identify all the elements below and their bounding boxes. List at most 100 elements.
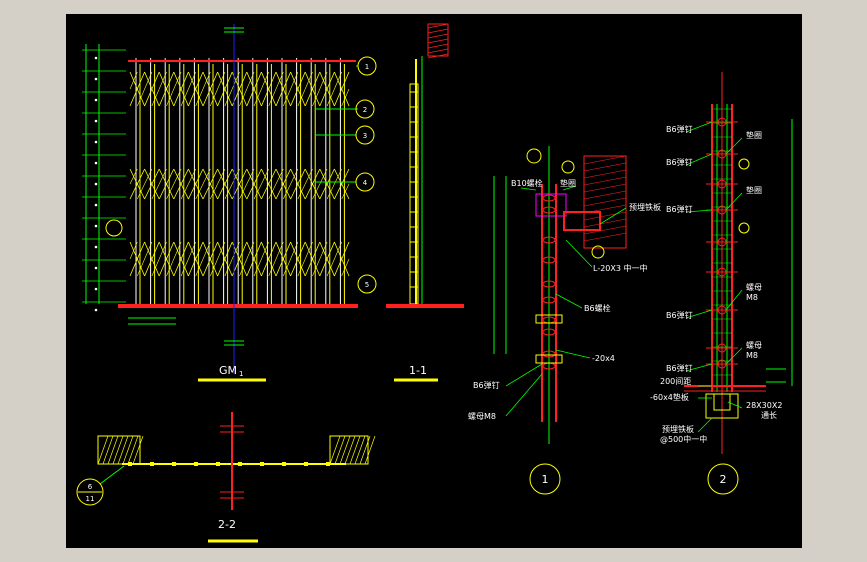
wall-hatch-line: [427, 43, 449, 49]
detail1-bracket: [535, 193, 567, 217]
gate-lattice-line: [283, 88, 291, 107]
gate-bar-cap: [280, 59, 284, 63]
detail1-hatch-line: [583, 183, 627, 193]
gate-balloon-1-text: 1: [365, 63, 369, 71]
wall-hatch-line: [122, 435, 134, 465]
gate-lattice-line: [180, 258, 189, 277]
detail1-ref-circle: [591, 245, 605, 259]
gate-lattice-line: [217, 168, 226, 185]
wall-hatch-line: [427, 53, 449, 59]
section22-leader: [99, 465, 125, 485]
gate-lattice-line: [290, 71, 299, 90]
detail2-leader: [685, 309, 713, 319]
gate-lattice-line: [341, 258, 350, 277]
gate-lattice-line: [290, 71, 306, 107]
detail1-hatch-line: [583, 211, 627, 221]
section22-balloon: [76, 478, 104, 506]
wall-hatch-line: [427, 38, 449, 44]
wall-hatch-line: [349, 435, 361, 465]
gate-lattice-line: [144, 241, 153, 260]
gate-lattice-line: [334, 241, 350, 277]
detail1-hatch-line: [583, 197, 627, 207]
detail1-hatch-line: [583, 162, 627, 172]
detail1-bolt: [542, 194, 556, 202]
gate-lattice-line: [261, 168, 277, 200]
gate-lattice-line: [246, 241, 262, 277]
detail1-hatch-line: [583, 232, 627, 242]
gate-lattice-line: [275, 71, 291, 107]
gate-lattice-line: [173, 168, 189, 200]
detail1-ref-circle: [561, 160, 575, 174]
gate-lattice-line: [210, 258, 218, 277]
gate-dim-mark: [94, 140, 98, 144]
gate-bar-cap: [265, 59, 269, 63]
wall-hatch-line: [97, 435, 109, 465]
detail1-leaders: [505, 148, 627, 417]
gate-lattice-line: [137, 258, 145, 277]
gate-lattice-line: [246, 168, 262, 200]
section-1-1: 1-1: [386, 23, 464, 382]
detail2-label-m8-1: M8: [746, 293, 758, 302]
detail2-title-circle: [707, 463, 739, 495]
detail2-ref-circle: [738, 158, 750, 170]
detail1-hatch-line: [583, 176, 627, 186]
detail2-leader: [685, 363, 713, 372]
gate-lattice-line: [268, 183, 277, 200]
gate-lattice-line: [173, 241, 189, 277]
gate-elevation: 1 2 3 4 5 GM 1: [82, 24, 377, 382]
gate-bar-cap: [163, 59, 167, 63]
gate-lattice-line: [202, 168, 211, 185]
gate-lattice-line: [188, 168, 196, 185]
cad-drawing: 1 2 3 4 5 GM 1 1-1: [76, 23, 793, 543]
detail1-angle: [563, 211, 601, 231]
gate-balloon-small: [105, 219, 123, 237]
gate-lattice-line: [129, 241, 145, 277]
gate-bar-cap: [222, 59, 226, 63]
gate-lattice-line: [319, 71, 328, 90]
gate-lattice-line: [239, 183, 248, 200]
gate-lattice-line: [202, 241, 218, 277]
gate-lattice-line: [166, 258, 175, 277]
gate-bar-cap: [236, 59, 240, 63]
detail2-label-nail2: B6弹钉: [666, 157, 693, 167]
wall-hatch-line: [117, 435, 129, 465]
detail1-bolt: [542, 206, 556, 214]
detail2-leader: [685, 209, 713, 213]
gate-bar-cap: [192, 59, 196, 63]
gate-lattice-line: [304, 168, 321, 200]
gate-lattice-line: [326, 258, 335, 277]
detail1-leader: [555, 293, 583, 309]
gate-lattice-line: [166, 183, 175, 200]
gate-lattice-line: [253, 183, 262, 200]
gate-lattice-line: [158, 168, 175, 200]
gate-lattice-line: [151, 88, 160, 107]
gate-dim-mark: [94, 203, 98, 207]
gate-bar-cap: [134, 59, 138, 63]
gate-lattice-line: [261, 71, 277, 107]
gate-lattice-line: [231, 241, 240, 260]
gate-lattice-line: [283, 183, 291, 200]
detail2-label-pad2: 垫圈: [746, 185, 762, 195]
wall-hatch-line: [354, 435, 366, 465]
drawing-canvas[interactable]: 1 2 3 4 5 GM 1 1-1: [66, 14, 802, 548]
section22-hatch: [97, 435, 376, 465]
gate-lattice-line: [158, 241, 167, 260]
gate-balloon-2: [355, 99, 375, 119]
gate-lattice-line: [180, 88, 189, 107]
detail1-bolt: [542, 296, 556, 304]
wall-hatch-line: [127, 435, 139, 465]
gate-lattice-line: [246, 71, 255, 90]
gate-balloon-4: [355, 172, 375, 192]
section22-node: [194, 462, 198, 466]
gate-lattice-line: [188, 241, 196, 260]
detail1-wall: [583, 155, 627, 249]
detail1-bolt: [542, 350, 556, 358]
gate-lattice-line: [129, 241, 138, 260]
detail2-label-nail5: B6弹钉: [666, 363, 693, 373]
detail2-label-embed-spacing: @500中一中: [660, 434, 707, 444]
gate-lattice-line: [195, 88, 204, 107]
gate-lattice-line: [129, 71, 138, 90]
section11-ticks: [410, 91, 418, 288]
detail1-leader: [555, 349, 591, 359]
detail1-leader: [562, 185, 577, 191]
